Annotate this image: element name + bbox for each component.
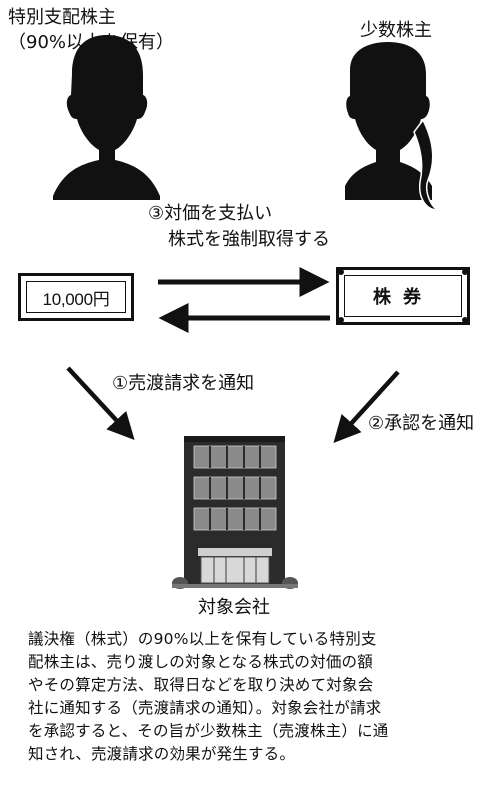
sale-demand-notice-arrow xyxy=(66,366,135,440)
note-line: 議決権（株式）の90%以上を保有している特別支 xyxy=(28,630,377,648)
note-line: 社に通知する（売渡請求の通知）。対象会社が請求 xyxy=(28,699,382,717)
step2-label: ②承認を通知 xyxy=(368,413,475,434)
approval-notice-arrow xyxy=(333,370,400,443)
money-amount: 10,000円 xyxy=(26,281,126,313)
note-line: 配株主は、売り渡しの対象となる株式の対価の額 xyxy=(28,653,373,671)
note-line: を承認すると、その旨が少数株主（売渡株主）に通 xyxy=(28,722,389,740)
special-shareholder-label: 特別支配株主 xyxy=(8,7,116,28)
note-line: やその算定方法、取得日などを取り決めて対象会 xyxy=(28,676,374,694)
share-certificate: 株券 xyxy=(336,267,470,325)
step3-label-line1: ③対価を支払い xyxy=(148,203,273,224)
step3-label-line2: 株式を強制取得する xyxy=(168,229,330,250)
person-silhouette-icon xyxy=(53,35,160,200)
step1-label: ①売渡請求を通知 xyxy=(112,373,255,394)
minority-shareholder-label: 少数株主 xyxy=(360,20,432,41)
money-note: 10,000円 xyxy=(18,273,134,321)
share-certificate-label: 株券 xyxy=(344,275,462,317)
person-ponytail-silhouette-icon xyxy=(345,42,439,211)
office-building-icon xyxy=(172,436,298,589)
explanation-paragraph: 議決権（株式）の90%以上を保有している特別支 配株主は、売り渡しの対象となる株… xyxy=(28,628,472,766)
note-line: 知され、売渡請求の効果が発生する。 xyxy=(28,745,296,763)
target-company-label: 対象会社 xyxy=(198,597,270,618)
